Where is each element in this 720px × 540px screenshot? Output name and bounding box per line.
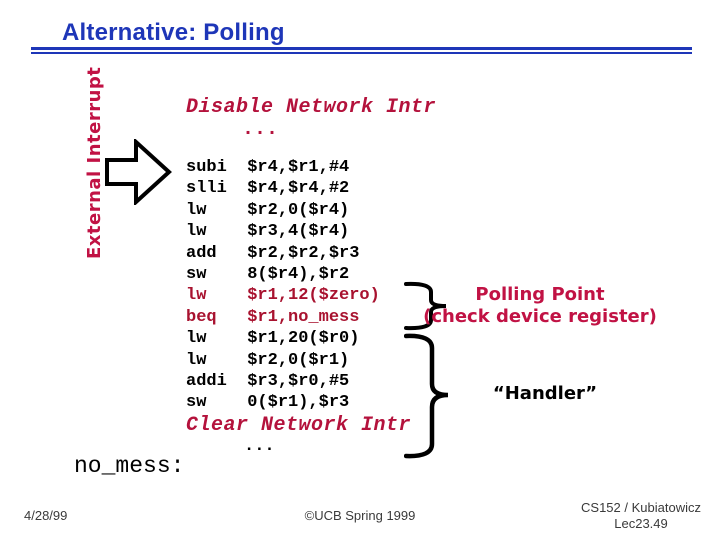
footer-lecture: Lec23.49: [614, 516, 668, 531]
no-mess-label: no_mess:: [74, 453, 185, 479]
code-line: lw $r2,0($r4): [186, 200, 350, 220]
code-line: sw 0($r1),$r3: [186, 393, 350, 413]
code-line: lw $r1,20($r0): [186, 329, 360, 349]
handler-brace-icon: [404, 333, 449, 459]
code-line: sw 8($r4),$r2: [186, 264, 350, 284]
block-arrow-right-icon: [105, 139, 172, 205]
code-line: lw $r2,0($r1): [186, 350, 350, 370]
code-line: beq $r1,no_mess: [186, 307, 360, 327]
external-interrupt-label: External Interrupt: [84, 66, 105, 259]
code-line: lw $r1,12($zero): [186, 286, 380, 306]
polling-point-line1: Polling Point: [475, 284, 605, 305]
polling-brace-icon: [404, 281, 447, 331]
footer-course: CS152 / Kubiatowicz: [581, 500, 701, 515]
code-line: subi $r4,$r1,#4: [186, 158, 350, 177]
code-line: add $r2,$r2,$r3: [186, 243, 360, 263]
handler-annotation: “Handler”: [492, 383, 598, 404]
code-line: lw $r3,4($r4): [186, 222, 350, 242]
footer-course-lecture: CS152 / Kubiatowicz Lec23.49: [570, 500, 712, 532]
polling-point-line2: (check device register): [423, 306, 657, 327]
polling-point-annotation: Polling Point (check device register): [420, 284, 660, 328]
code-block: Disable Network Intr... subi $r4,$r1,#4 sl…: [186, 96, 436, 460]
code-line: Clear Network Intr: [186, 413, 412, 437]
code-line: addi $r3,$r0,#5: [186, 371, 350, 391]
code-line: slli $r4,$r4,#2: [186, 179, 350, 199]
code-line: ...: [242, 118, 279, 141]
title-underline: [31, 47, 692, 54]
page-title: Alternative: Polling: [62, 19, 285, 46]
footer-copyright: ©UCB Spring 1999: [304, 508, 416, 523]
code-line: Disable Network Intr: [186, 96, 437, 119]
footer-date: 4/28/99: [24, 508, 68, 523]
code-line: ...: [244, 436, 275, 456]
